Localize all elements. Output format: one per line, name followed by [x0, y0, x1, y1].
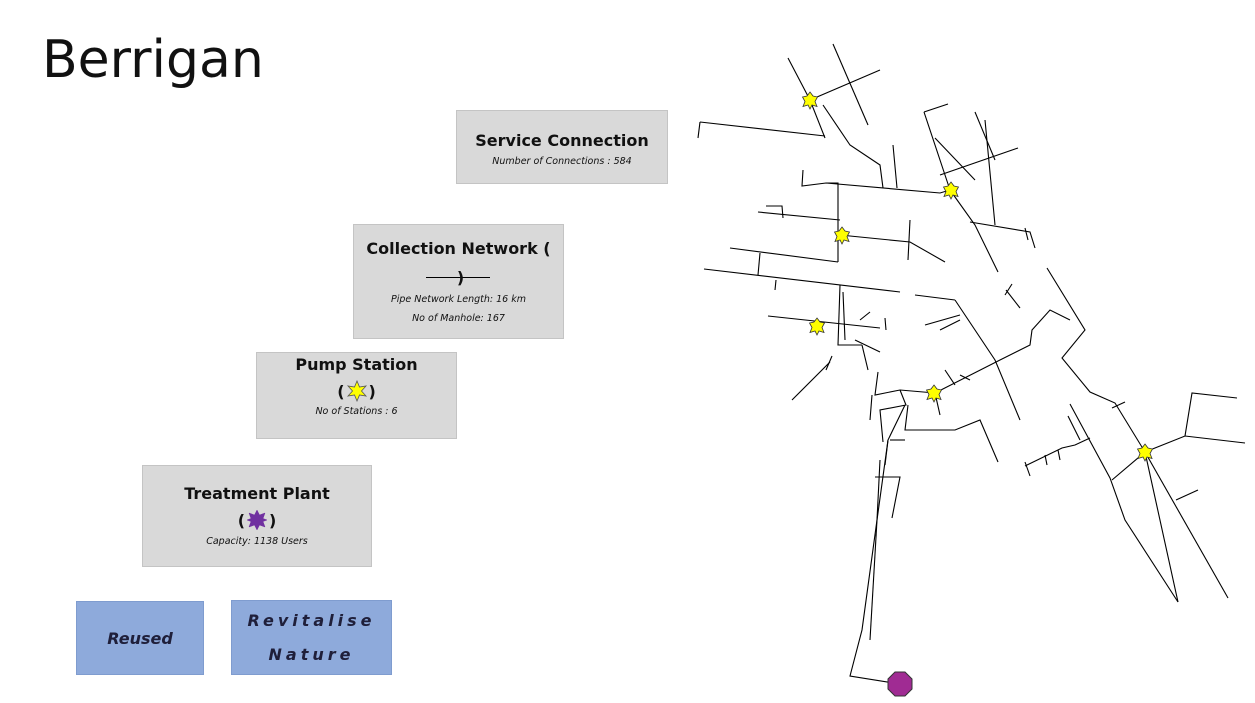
page-title: Berrigan — [42, 30, 264, 90]
purple-star-icon — [246, 509, 268, 531]
collection-network-box: Collection Network ( ) Pipe Network Leng… — [353, 224, 564, 339]
nature-label: Nature — [268, 644, 355, 664]
pump-station-marker — [808, 317, 826, 336]
revitalise-label: Revitalise — [247, 610, 376, 630]
treatment-plant-symbol-row: ( ) — [143, 509, 371, 531]
pump-station-marker — [833, 226, 851, 245]
service-connection-count: Number of Connections : 584 — [492, 156, 632, 167]
pump-station-marker — [801, 91, 819, 110]
pump-station-marker — [925, 384, 943, 403]
collection-network-close-paren: ) — [456, 267, 465, 287]
pump-station-close-paren: ) — [368, 381, 376, 401]
collection-network-heading: Collection Network ( — [366, 239, 551, 258]
pipe-line-icon — [426, 277, 490, 278]
service-connection-heading: Service Connection — [475, 131, 649, 150]
treatment-plant-box: Treatment Plant ( ) Capacity: 1138 Users — [142, 465, 372, 567]
pump-station-marker — [1136, 443, 1154, 462]
reused-box: Reused — [76, 601, 204, 675]
reused-label: Reused — [107, 628, 173, 648]
treatment-plant-close-paren: ) — [269, 510, 277, 530]
treatment-plant-heading: Treatment Plant — [184, 484, 330, 503]
treatment-plant-marker — [887, 671, 913, 697]
pipe-network-length: Pipe Network Length: 16 km — [391, 294, 526, 305]
pipe-network-lines — [697, 43, 1246, 685]
pump-station-symbol-row: ( ) — [257, 380, 456, 402]
pump-station-heading: Pump Station — [295, 355, 418, 374]
treatment-plant-capacity: Capacity: 1138 Users — [206, 536, 308, 547]
pump-station-marker — [942, 181, 960, 200]
service-connection-box: Service Connection Number of Connections… — [456, 110, 668, 184]
pump-station-count: No of Stations : 6 — [315, 406, 398, 417]
pump-station-markers — [801, 91, 1154, 462]
yellow-star-icon — [346, 380, 367, 402]
pump-station-open-paren: ( — [337, 381, 345, 401]
pipe-line-symbol-row: ) — [354, 266, 563, 288]
revitalise-nature-box: Revitalise Nature — [231, 600, 392, 675]
treatment-plant-open-paren: ( — [237, 510, 245, 530]
pump-station-box: Pump Station ( ) No of Stations : 6 — [256, 352, 457, 439]
manhole-count: No of Manhole: 167 — [412, 313, 505, 324]
